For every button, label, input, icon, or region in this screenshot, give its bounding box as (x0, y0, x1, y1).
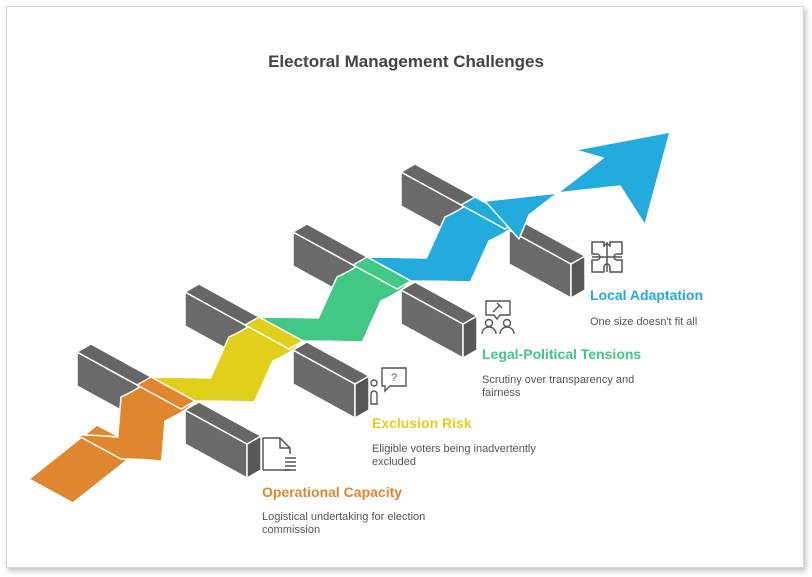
puzzle-icon (591, 241, 623, 273)
barrier-3-front-block-top (400, 281, 478, 325)
document-icon (262, 437, 296, 471)
barrier-1-front-block-top (184, 401, 262, 445)
step-2-description: Eligible voters being inadvertently excl… (372, 443, 536, 468)
step-1-title: Operational Capacity (262, 484, 403, 500)
ribbon-crest-2 (244, 316, 304, 350)
step-3-title: Legal-Political Tensions (482, 346, 642, 362)
gavel-discussion-icon (481, 300, 515, 335)
person-question-icon: ? (370, 367, 407, 405)
step-2-title: Exclusion Risk (372, 415, 472, 431)
step-3-description: Scrutiny over transparency and fairness (482, 374, 635, 399)
barrier-2-front-block-top (292, 341, 370, 385)
step-4-title: Local Adaptation (590, 287, 704, 303)
ribbon-crest-1 (136, 376, 196, 410)
svg-text:?: ? (391, 372, 397, 384)
diagram-title: Electoral Management Challenges (268, 52, 544, 71)
arrow-head (484, 131, 671, 240)
step-4-description: One size doesn't fit all (590, 316, 698, 328)
step-1-description: Logistical undertaking for election comm… (262, 511, 426, 536)
ribbon-crest-3 (352, 256, 412, 290)
